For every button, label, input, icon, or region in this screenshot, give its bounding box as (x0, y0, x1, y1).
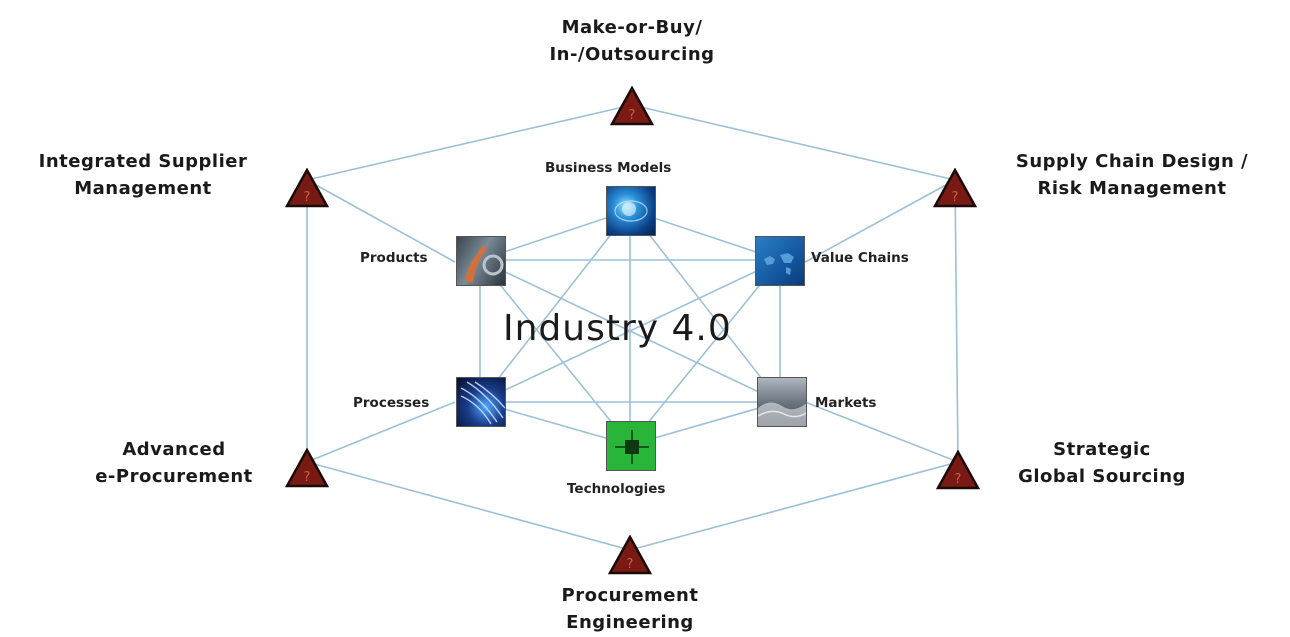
label-line: e-Procurement (95, 466, 253, 487)
label-line: Management (74, 178, 212, 199)
gear-icon (465, 245, 504, 283)
outer-edge (631, 104, 956, 181)
label-business-models: Business Models (545, 160, 672, 176)
center-title: Industry 4.0 (503, 308, 732, 349)
label-line: Advanced (122, 439, 226, 460)
products-image (456, 236, 506, 286)
label-line: Risk Management (1037, 178, 1227, 199)
label-line: Engineering (566, 612, 694, 633)
fiber-optics-icon (460, 381, 505, 425)
technologies-image (606, 421, 656, 471)
svg-text:?: ? (629, 108, 636, 123)
label-line: Procurement (561, 585, 699, 606)
label-processes: Processes (353, 395, 430, 411)
inner-diagonal (479, 209, 631, 403)
label-procurement-engineering: Procurement Engineering (530, 582, 730, 636)
svg-text:?: ? (627, 557, 634, 572)
warning-triangle-icon: ? (285, 168, 329, 208)
label-line: Global Sourcing (1018, 466, 1186, 487)
label-strategic-global-sourcing: Strategic Global Sourcing (992, 436, 1212, 490)
inner-diagonal (629, 259, 781, 446)
spoke (804, 401, 959, 463)
label-technologies: Technologies (567, 481, 666, 497)
globe-icon (614, 200, 648, 222)
svg-text:?: ? (955, 472, 962, 487)
processes-image (456, 377, 506, 427)
outer-edge (629, 461, 959, 551)
inner-diagonal (479, 259, 781, 403)
inner-diagonal (629, 209, 781, 403)
buildings-icon (758, 402, 806, 426)
warning-triangle-icon: ? (933, 168, 977, 208)
warning-triangle-icon: ? (610, 86, 654, 126)
svg-text:?: ? (304, 470, 311, 485)
label-supply-chain-design: Supply Chain Design / Risk Management (986, 148, 1278, 202)
markets-image (757, 377, 807, 427)
spoke (804, 179, 956, 263)
label-line: Make-or-Buy/ (561, 17, 703, 38)
svg-text:?: ? (952, 190, 959, 205)
warning-triangle-icon: ? (285, 448, 329, 488)
warning-triangle-icon: ? (936, 450, 980, 490)
globe-image (606, 186, 656, 236)
circuit-chip-icon (615, 430, 649, 464)
label-line: In-/Outsourcing (549, 44, 715, 65)
label-make-or-buy: Make-or-Buy/ In-/Outsourcing (518, 14, 746, 68)
inner-diagonal (479, 259, 631, 446)
world-map-icon (764, 253, 794, 275)
label-line: Supply Chain Design / (1015, 151, 1249, 172)
label-integrated-supplier-management: Integrated Supplier Management (8, 148, 278, 202)
svg-text:?: ? (304, 190, 311, 205)
warning-triangle-icon: ? (608, 535, 652, 575)
label-products: Products (360, 250, 428, 266)
spoke (306, 179, 456, 263)
world-map-image (755, 236, 805, 286)
label-line: Integrated Supplier (38, 151, 248, 172)
outer-edge (306, 104, 633, 181)
label-value-chains: Value Chains (811, 250, 909, 266)
label-markets: Markets (815, 395, 877, 411)
spoke (306, 401, 456, 463)
outer-edge (306, 461, 631, 551)
label-line: Strategic (1053, 439, 1151, 460)
outer-edge (954, 179, 959, 463)
label-advanced-e-procurement: Advanced e-Procurement (70, 436, 278, 490)
